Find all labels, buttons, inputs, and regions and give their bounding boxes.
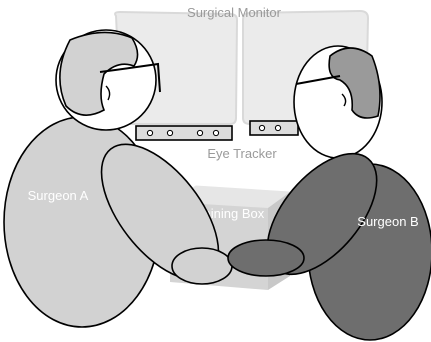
tracker-led — [147, 130, 152, 135]
surgeon-a-hand — [172, 248, 232, 284]
tracker-led — [275, 125, 280, 130]
eye-tracker-label: Eye Tracker — [207, 146, 277, 161]
eye-tracker-right-bar — [250, 121, 298, 135]
surgeon-b-hand — [228, 240, 304, 276]
surgeon-a-label: Surgeon A — [28, 188, 89, 203]
tracker-led — [167, 130, 172, 135]
eye-tracker: Eye Tracker — [136, 121, 298, 161]
surgical-monitor-label: Surgical Monitor — [187, 5, 282, 20]
tracker-led — [259, 125, 264, 130]
tracker-led — [213, 130, 218, 135]
surgeon-b-label: Surgeon B — [357, 214, 418, 229]
tracker-led — [197, 130, 202, 135]
